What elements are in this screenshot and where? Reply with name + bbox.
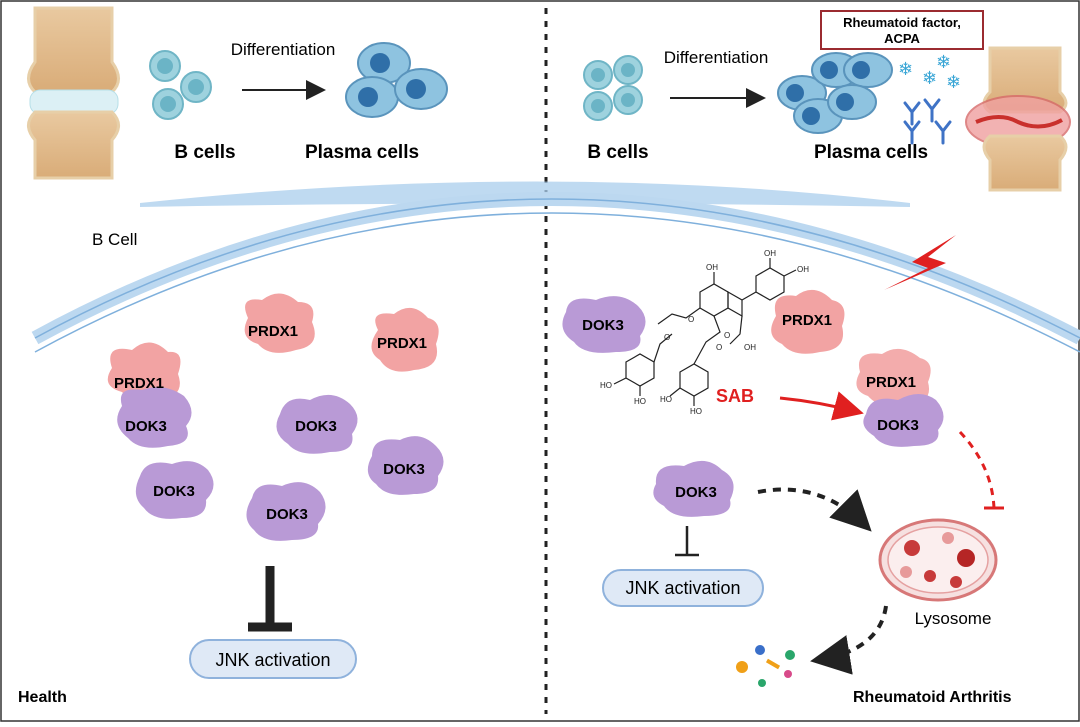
b-cell-label: B Cell	[92, 230, 137, 249]
lysosome-label: Lysosome	[915, 609, 992, 628]
jnk-activation-right-label: JNK activation	[625, 578, 740, 598]
svg-text:HO: HO	[634, 397, 646, 406]
svg-text:OH: OH	[797, 265, 809, 274]
svg-text:❄: ❄	[922, 68, 937, 88]
dok3-protein-left-2: DOK3	[276, 394, 358, 454]
svg-text:HO: HO	[600, 381, 612, 390]
sab-molecule-structure	[613, 258, 797, 406]
red-inhibition-line	[958, 430, 1004, 510]
dok3-label: DOK3	[383, 461, 425, 478]
dok3-label: DOK3	[266, 506, 308, 523]
dok3-label: DOK3	[125, 418, 167, 435]
lightning-icon	[884, 235, 956, 290]
fragment-arrow	[810, 605, 888, 675]
prdx1-label: PRDX1	[248, 323, 298, 340]
svg-text:❄: ❄	[946, 72, 961, 92]
prdx1-protein-right-1: PRDX1	[771, 289, 845, 354]
dok3-protein-left-5: DOK3	[246, 482, 326, 541]
b-cells-right-icon	[583, 55, 643, 121]
healthy-joint-icon	[27, 6, 120, 180]
svg-text:HO: HO	[660, 395, 672, 404]
prdx1-label: PRDX1	[866, 374, 916, 391]
svg-text:HO: HO	[690, 407, 702, 416]
lysosome-icon	[878, 518, 998, 602]
inhibition-bar-right	[675, 526, 699, 557]
dok3-label: DOK3	[582, 317, 624, 334]
health-panel-label: Health	[18, 689, 67, 706]
plasma-cells-right-label: Plasma cells	[814, 142, 928, 163]
prdx1-label: PRDX1	[377, 335, 427, 352]
svg-text:O: O	[716, 343, 722, 352]
cell-membrane	[31, 181, 1080, 353]
sab-arrow	[779, 391, 864, 421]
protein-fragments-icon	[736, 645, 795, 687]
autoantibody-line-2: ACPA	[884, 31, 920, 46]
inhibition-bar-left	[248, 566, 292, 632]
prdx1-label: PRDX1	[114, 375, 164, 392]
prdx1-dok3-complex-right: PRDX1 DOK3	[856, 348, 944, 447]
dok3-protein-right-1: DOK3	[562, 296, 646, 353]
jnk-activation-right-box	[602, 569, 764, 607]
dok3-label: DOK3	[877, 417, 919, 434]
dok3-protein-right-3: DOK3	[653, 460, 734, 517]
inflamed-joint-icon	[965, 46, 1071, 192]
svg-text:OH: OH	[744, 343, 756, 352]
plasma-cells-left-label: Plasma cells	[305, 142, 419, 163]
prdx1-protein-left-2: PRDX1	[371, 307, 439, 372]
dok3-label: DOK3	[295, 418, 337, 435]
differentiation-right-label: Differentiation	[664, 48, 769, 67]
degradation-arrow	[757, 487, 872, 532]
svg-text:❄: ❄	[898, 59, 913, 79]
differentiation-left-label: Differentiation	[231, 40, 336, 59]
jnk-activation-left-label: JNK activation	[215, 650, 330, 670]
dok3-protein-left-3: DOK3	[367, 436, 444, 495]
autoantibody-line-1: Rheumatoid factor,	[843, 15, 961, 30]
prdx1-dok3-complex-left: PRDX1 DOK3	[107, 342, 192, 448]
svg-text:O: O	[664, 333, 670, 342]
prdx1-label: PRDX1	[782, 312, 832, 329]
sab-label: SAB	[716, 386, 754, 406]
dok3-label: DOK3	[675, 484, 717, 501]
autoantibody-box	[820, 10, 984, 50]
dok3-label: DOK3	[153, 483, 195, 500]
svg-text:OH: OH	[706, 263, 718, 272]
svg-text:O: O	[688, 315, 694, 324]
jnk-activation-left-box	[189, 639, 357, 679]
prdx1-protein-left-1: PRDX1	[244, 293, 315, 353]
plasma-cells-left-icon	[345, 42, 448, 118]
svg-text:OH: OH	[764, 249, 776, 258]
plasma-cells-right-icon	[777, 52, 893, 134]
b-cells-right-label: B cells	[587, 142, 648, 163]
antibody-icons	[903, 98, 952, 145]
b-cells-left-icon	[149, 50, 212, 120]
cytokine-icons: ❄❄❄❄	[898, 52, 961, 92]
b-cells-left-label: B cells	[174, 142, 235, 163]
svg-text:❄: ❄	[936, 52, 951, 72]
svg-text:O: O	[724, 331, 730, 340]
dok3-protein-left-4: DOK3	[135, 461, 214, 519]
ra-panel-label: Rheumatoid Arthritis	[853, 689, 1012, 706]
